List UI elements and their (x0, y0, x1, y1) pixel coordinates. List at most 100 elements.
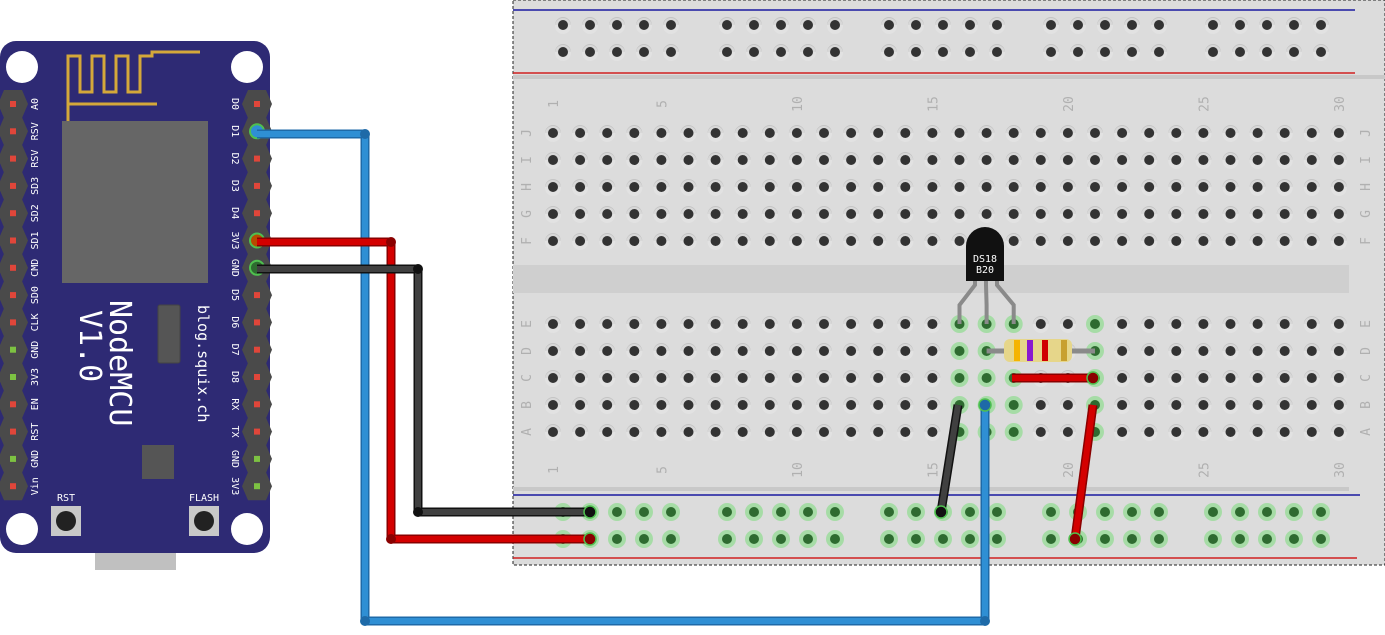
hole-G29[interactable] (1303, 206, 1320, 223)
hole-I29[interactable] (1303, 152, 1320, 169)
hole-H8[interactable] (734, 179, 751, 196)
hole-B10[interactable] (788, 397, 805, 414)
rail-hole-top[interactable] (989, 44, 1005, 61)
hole-C6[interactable] (680, 370, 697, 387)
hole-I23[interactable] (1141, 152, 1158, 169)
hole-A30[interactable] (1330, 424, 1347, 441)
rail-hole-bottom[interactable] (826, 530, 844, 548)
rail-hole-bottom[interactable] (1285, 503, 1303, 521)
hole-A8[interactable] (734, 424, 751, 441)
hole-B4[interactable] (626, 397, 643, 414)
wire-gnd-sensor[interactable] (934, 404, 963, 519)
hole-B15[interactable] (924, 397, 941, 414)
pin-rsv[interactable]: RSV (0, 117, 41, 146)
hole-E11[interactable] (816, 316, 832, 333)
rail-hole-top[interactable] (1232, 44, 1248, 61)
rail-hole-top[interactable] (1232, 17, 1248, 34)
pin-rx[interactable]: RX (229, 390, 272, 419)
hole-C1[interactable] (545, 370, 561, 387)
hole-I28[interactable] (1276, 152, 1293, 169)
rail-hole-bottom[interactable] (1042, 503, 1060, 521)
rail-hole-top[interactable] (1259, 17, 1275, 34)
hole-H6[interactable] (680, 179, 697, 196)
hole-G4[interactable] (626, 206, 643, 223)
hole-G24[interactable] (1168, 206, 1185, 223)
hole-H18[interactable] (1005, 179, 1022, 196)
rail-hole-top[interactable] (555, 17, 571, 34)
wire-bend-point[interactable] (413, 264, 423, 274)
hole-I26[interactable] (1222, 152, 1239, 169)
hole-A12[interactable] (843, 424, 860, 441)
hole-H4[interactable] (626, 179, 643, 196)
hole-C29[interactable] (1303, 370, 1320, 387)
hole-E27[interactable] (1249, 316, 1266, 333)
pin-d7[interactable]: D7 (229, 335, 272, 364)
rail-hole-bottom[interactable] (1204, 503, 1222, 521)
rail-hole-top[interactable] (1205, 17, 1221, 34)
hole-I12[interactable] (843, 152, 860, 169)
rail-hole-top[interactable] (1151, 44, 1167, 61)
rail-hole-bottom[interactable] (635, 503, 653, 521)
rail-hole-bottom[interactable] (718, 530, 736, 548)
hole-E8[interactable] (734, 316, 751, 333)
hole-G10[interactable] (788, 206, 805, 223)
rail-hole-bottom[interactable] (1096, 503, 1114, 521)
hole-H20[interactable] (1059, 179, 1076, 196)
hole-I25[interactable] (1195, 152, 1212, 169)
rail-hole-bottom[interactable] (880, 530, 898, 548)
hole-F7[interactable] (707, 233, 724, 250)
rail-hole-top[interactable] (582, 44, 598, 61)
rail-hole-bottom[interactable] (608, 503, 626, 521)
hole-G2[interactable] (572, 206, 589, 223)
hole-I10[interactable] (788, 152, 805, 169)
hole-F23[interactable] (1141, 233, 1158, 250)
resistor[interactable] (986, 339, 1095, 362)
hole-B18[interactable] (1004, 396, 1023, 414)
hole-E22[interactable] (1114, 316, 1131, 333)
hole-H23[interactable] (1141, 179, 1158, 196)
hole-F21[interactable] (1087, 233, 1103, 250)
rail-hole-top[interactable] (1043, 44, 1059, 61)
rail-hole-bottom[interactable] (1096, 530, 1114, 548)
rail-hole-top[interactable] (1151, 17, 1167, 34)
hole-J1[interactable] (545, 125, 561, 142)
hole-J17[interactable] (978, 125, 995, 142)
rail-hole-top[interactable] (800, 44, 816, 61)
rail-hole-bottom[interactable] (1123, 530, 1141, 548)
hole-J25[interactable] (1195, 125, 1212, 142)
wire-bend-point[interactable] (360, 616, 370, 626)
hole-D6[interactable] (680, 343, 697, 360)
rail-hole-top[interactable] (1313, 44, 1329, 61)
rail-hole-top[interactable] (881, 17, 897, 34)
hole-D1[interactable] (545, 343, 561, 360)
hole-B26[interactable] (1222, 397, 1239, 414)
hole-A26[interactable] (1222, 424, 1239, 441)
hole-J10[interactable] (788, 125, 805, 142)
hole-A13[interactable] (870, 424, 887, 441)
hole-J2[interactable] (572, 125, 589, 142)
wire-endpoint[interactable] (583, 505, 597, 519)
hole-G9[interactable] (761, 206, 778, 223)
hole-B8[interactable] (734, 397, 751, 414)
hole-H29[interactable] (1303, 179, 1320, 196)
rail-hole-bottom[interactable] (1258, 503, 1276, 521)
rail-hole-bottom[interactable] (662, 530, 680, 548)
hole-G22[interactable] (1114, 206, 1131, 223)
pin-d2[interactable]: D2 (229, 144, 272, 173)
pin-d8[interactable]: D8 (229, 363, 272, 391)
hole-G18[interactable] (1005, 206, 1022, 223)
hole-I19[interactable] (1032, 152, 1049, 169)
hole-B5[interactable] (653, 397, 670, 414)
hole-I27[interactable] (1249, 152, 1266, 169)
hole-E28[interactable] (1276, 316, 1293, 333)
hole-G11[interactable] (816, 206, 832, 223)
hole-E14[interactable] (897, 316, 914, 333)
hole-G28[interactable] (1276, 206, 1293, 223)
hole-A23[interactable] (1141, 424, 1158, 441)
hole-F6[interactable] (680, 233, 697, 250)
hole-E6[interactable] (680, 316, 697, 333)
rail-hole-bottom[interactable] (635, 530, 653, 548)
hole-J24[interactable] (1168, 125, 1185, 142)
rail-hole-top[interactable] (1286, 17, 1302, 34)
hole-A27[interactable] (1249, 424, 1266, 441)
